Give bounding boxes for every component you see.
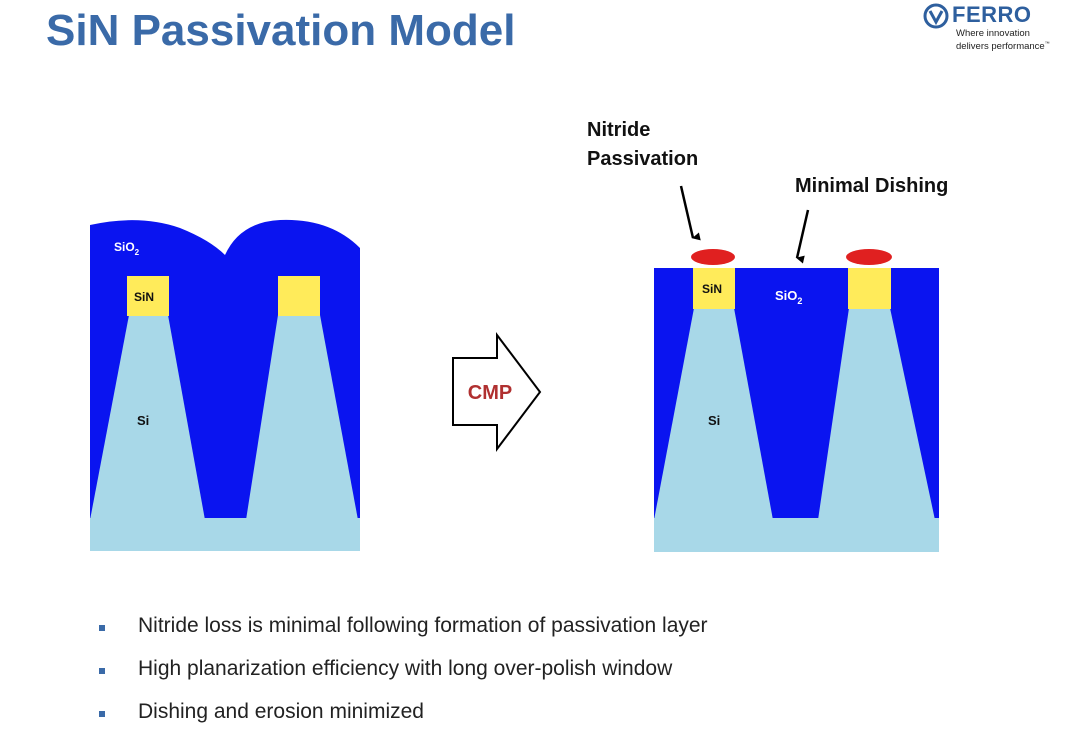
cmp-process-arrow: CMP: [452, 332, 542, 452]
right-nitride-cap-1: [693, 268, 735, 309]
bullet-text: Nitride loss is minimal following format…: [138, 614, 708, 637]
right-silicon-label: Si: [708, 413, 720, 428]
left-silicon-base: [90, 518, 360, 551]
callout-passivation-arrow: [679, 185, 701, 241]
callout-dishing-arrow: [795, 209, 810, 264]
left-silicon-pillar-1: [90, 315, 205, 520]
bullet-list: Nitride loss is minimal following format…: [96, 614, 708, 743]
logo-tagline-line1: Where innovation: [956, 28, 1030, 39]
right-silicon-base: [654, 518, 939, 552]
bullet-square-icon: [99, 625, 105, 631]
callout-minimal-dishing: Minimal Dishing: [795, 175, 948, 264]
left-silicon-pillar-2: [246, 315, 358, 520]
callout-passivation-line2: Passivation: [587, 148, 698, 170]
right-oxide-label: SiO2: [775, 288, 802, 306]
left-silicon-label: Si: [137, 413, 149, 428]
callout-passivation-line1: Nitride: [587, 119, 650, 141]
bullet-square-icon: [99, 668, 105, 674]
post-cmp-structure: SiN SiO2 Si: [654, 249, 939, 552]
bullet-text: Dishing and erosion minimized: [138, 700, 424, 723]
right-arrow-icon: [452, 332, 542, 452]
logo-name: FERRO: [952, 2, 1032, 27]
logo-trademark: ™: [1044, 41, 1050, 47]
right-silicon-pillar-2: [818, 308, 935, 520]
right-nitride-cap-2: [848, 268, 891, 309]
bullet-item: Nitride loss is minimal following format…: [96, 614, 708, 657]
logo-tagline: Where innovation delivers performance™: [956, 28, 1076, 52]
logo-tagline-line2: delivers performance: [956, 41, 1045, 53]
right-silicon-pillar-1: [654, 308, 773, 520]
bullet-square-icon: [99, 711, 105, 717]
passivation-layer-1: [691, 249, 735, 265]
bullet-item: High planarization efficiency with long …: [96, 657, 708, 700]
left-nitride-cap-1: [127, 276, 169, 316]
cmp-label: CMP: [468, 382, 512, 404]
slide-title: SiN Passivation Model: [46, 6, 516, 55]
pre-cmp-structure: SiO2 SiN Si: [90, 219, 360, 551]
bullet-item: Dishing and erosion minimized: [96, 700, 708, 743]
left-nitride-label: SiN: [134, 290, 154, 304]
ferro-logo: FERRO Where innovation delivers performa…: [920, 2, 1070, 58]
callout-nitride-passivation: Nitride Passivation: [587, 119, 701, 241]
bullet-text: High planarization efficiency with long …: [138, 657, 673, 680]
left-nitride-cap-2: [278, 276, 320, 316]
passivation-layer-2: [846, 249, 892, 265]
left-oxide-label: SiO2: [114, 240, 140, 257]
right-nitride-label: SiN: [702, 282, 722, 296]
ferro-badge-icon: [923, 3, 949, 29]
callout-dishing-label: Minimal Dishing: [795, 175, 948, 197]
passivation-diagram: SiO2 SiN Si CMP SiN SiO2 Si Nitride Pass…: [90, 119, 948, 552]
